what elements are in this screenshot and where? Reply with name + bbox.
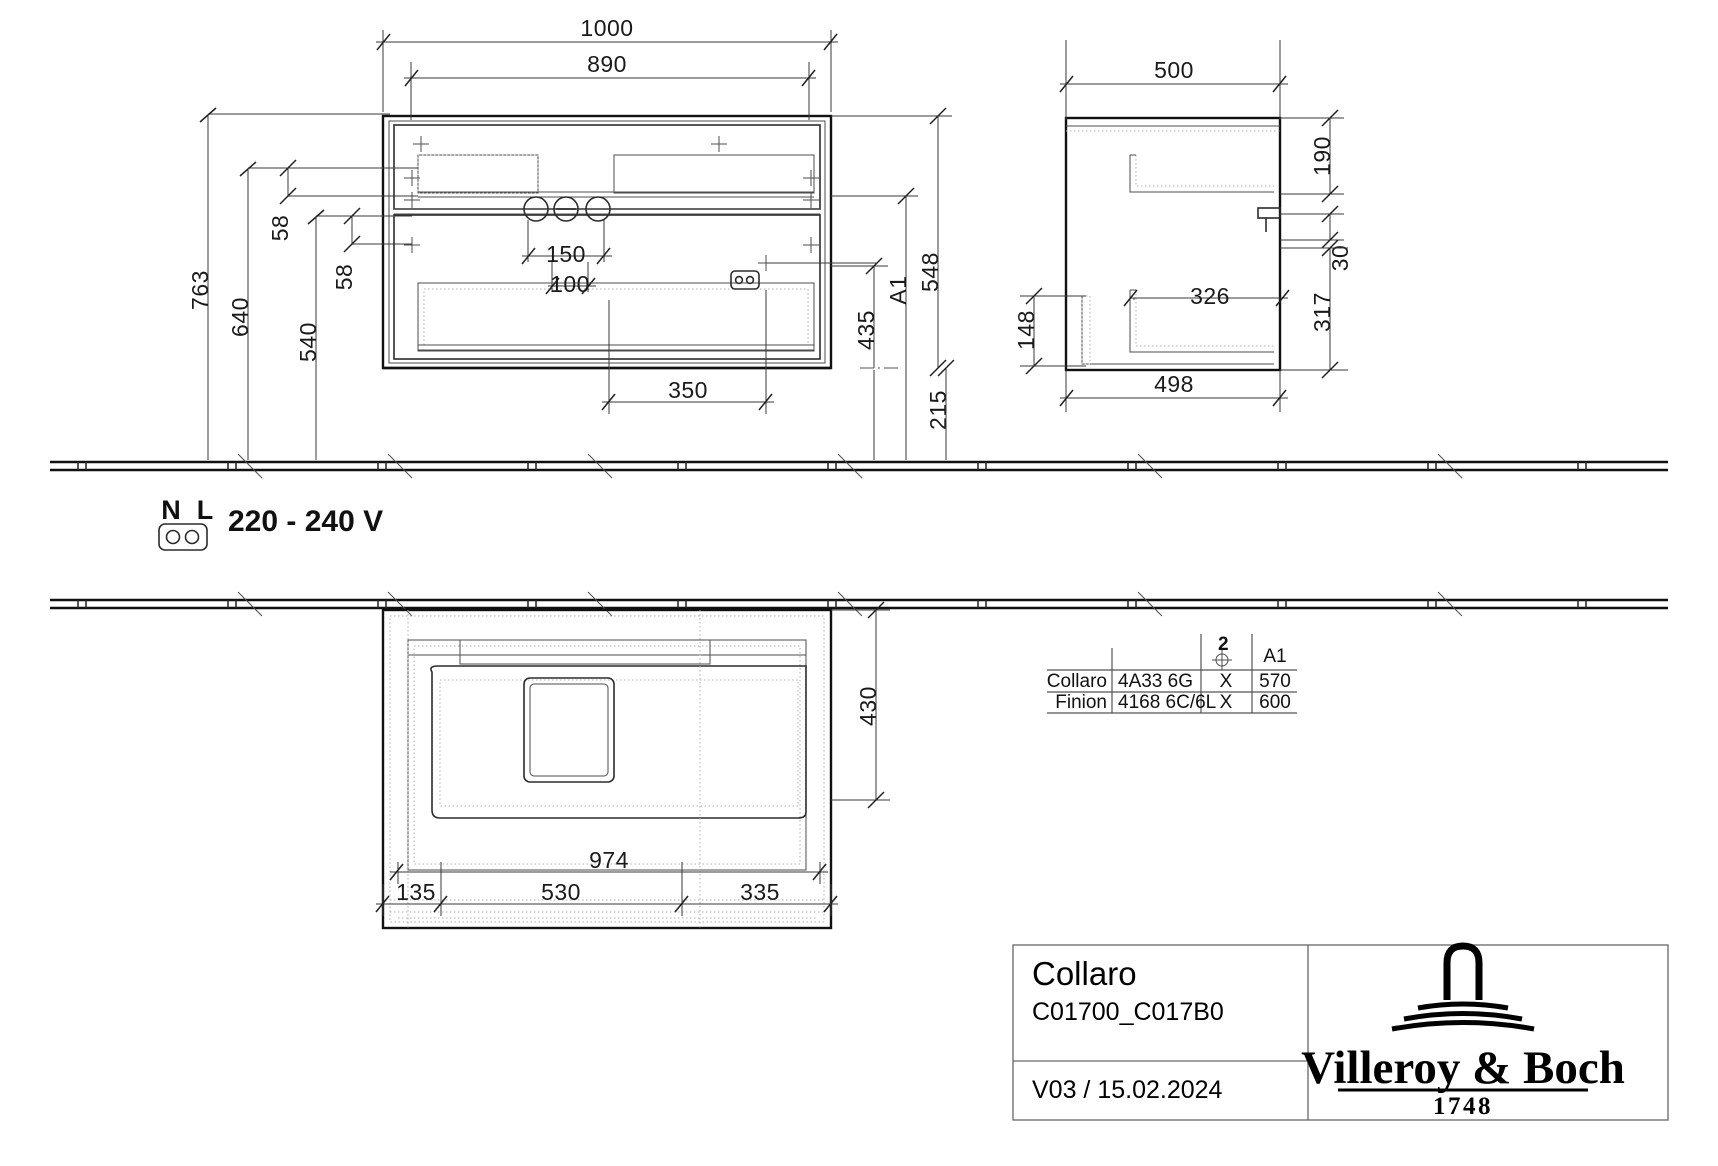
title-product-name: Collaro — [1032, 955, 1137, 992]
spec-table: 2 A1 Collaro 4A33 6G X 570 Finion 4168 6… — [1047, 634, 1297, 714]
center-cross-icon — [1212, 650, 1232, 670]
front-view-geometry — [381, 114, 833, 370]
electrical-live-label: L — [197, 495, 214, 525]
brand-name: Villeroy & Boch — [1301, 1042, 1625, 1094]
spec-row-0-mark: X — [1220, 671, 1233, 692]
dim-plan-135: 135 — [396, 879, 436, 905]
dim-front-height-540: 540 — [295, 322, 321, 362]
spec-row-0-series: Collaro — [1047, 671, 1107, 692]
dim-front-height-763: 763 — [187, 270, 213, 310]
dim-front-width-890: 890 — [587, 51, 627, 77]
dim-30: 30 — [1327, 245, 1353, 272]
spec-row-0-a1: 570 — [1259, 671, 1291, 692]
wall-line-lower — [50, 591, 1668, 617]
spec-row-1-a1: 600 — [1259, 692, 1291, 713]
front-view-dimensions: 1000 890 763 640 58 540 — [187, 15, 955, 460]
dim-front-width-1000: 1000 — [580, 15, 633, 41]
title-version: V03 / 15.02.2024 — [1032, 1076, 1223, 1104]
dim-plan-335: 335 — [740, 879, 780, 905]
dim-190: 190 — [1309, 136, 1335, 176]
spec-table-header-count: 2 — [1218, 634, 1229, 655]
spec-row-1-series: Finion — [1055, 692, 1107, 713]
dim-317: 317 — [1309, 292, 1335, 332]
dim-tap-spacing-150: 150 — [546, 241, 586, 267]
spec-row-1-code: 4168 6C/6L — [1118, 692, 1216, 713]
dim-plan-530: 530 — [541, 879, 581, 905]
spec-row-0-code: 4A33 6G — [1118, 671, 1193, 692]
dim-215: 215 — [925, 390, 951, 430]
dim-front-height-640: 640 — [227, 297, 253, 337]
dim-depth-500: 500 — [1154, 57, 1194, 83]
dim-a1-label: A1 — [885, 275, 911, 304]
dim-front-58-upper: 58 — [267, 215, 293, 242]
dim-148: 148 — [1013, 310, 1039, 350]
spec-row-1-mark: X — [1220, 692, 1233, 713]
fountain-icon — [1391, 942, 1535, 1032]
dim-plan-430: 430 — [855, 686, 881, 726]
plan-view-geometry — [381, 608, 833, 930]
dim-498: 498 — [1154, 371, 1194, 397]
dim-socket-350: 350 — [668, 377, 708, 403]
spec-table-header-a1: A1 — [1263, 646, 1286, 667]
title-product-code: C01700_C017B0 — [1032, 998, 1224, 1026]
side-view-dimensions: 500 190 30 317 326 148 — [1013, 40, 1353, 412]
brand-year: 1748 — [1433, 1093, 1493, 1120]
plan-view-dimensions: 430 974 135 530 335 — [375, 601, 890, 916]
dim-plan-974: 974 — [589, 847, 629, 873]
electrical-annotation: N L 220 - 240 V — [158, 495, 383, 551]
side-view-geometry — [1064, 116, 1282, 372]
title-block: Collaro C01700_C017B0 V03 / 15.02.2024 V… — [1012, 942, 1669, 1121]
dim-front-58-lower: 58 — [331, 264, 357, 291]
dim-cabinet-height-548: 548 — [917, 252, 943, 292]
socket-icon — [158, 523, 208, 551]
electrical-voltage-label: 220 - 240 V — [228, 505, 383, 538]
dim-326: 326 — [1190, 283, 1230, 309]
electrical-neutral-label: N — [161, 495, 181, 525]
dim-435: 435 — [853, 310, 879, 350]
dim-tap-spacing-100: 100 — [550, 271, 590, 297]
wall-line-upper — [50, 453, 1668, 479]
